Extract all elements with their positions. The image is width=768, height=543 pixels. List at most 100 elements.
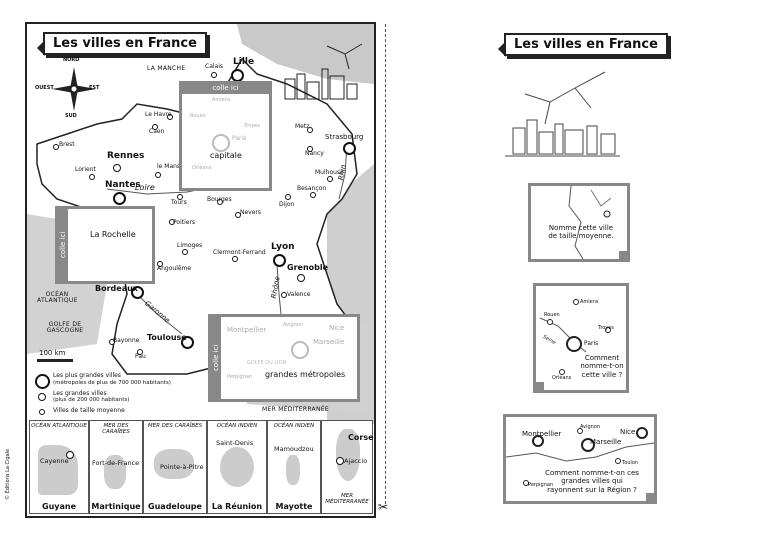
city-marker <box>131 286 144 299</box>
city-nantes: Nantes <box>105 180 141 190</box>
city-marker <box>113 164 121 172</box>
city-marker <box>307 146 313 152</box>
inset-name: La Réunion <box>211 502 263 511</box>
compass-east-label: EST <box>89 85 100 91</box>
city-poitiers: Poitiers <box>173 219 196 226</box>
legend-big-sub: (métropoles de plus de 700 000 habitants… <box>53 380 171 386</box>
paste-here-tab: colle ici <box>211 317 221 399</box>
ghost-orleans: Orléans <box>192 165 212 171</box>
inset-ocean: OCÉAN INDIEN <box>216 423 258 429</box>
city-marker <box>211 72 217 78</box>
card-map-sketch <box>568 186 612 259</box>
sticker-card-la-rochelle[interactable]: Nomme cette ville de taille moyenne. <box>528 183 630 262</box>
ghost-nice: Nice <box>329 324 345 332</box>
city-marker <box>177 194 183 200</box>
paste-box-la-rochelle[interactable]: colle ici La Rochelle <box>55 206 155 284</box>
paste-box-capitale[interactable]: colle ici Amiens Rouen Troyes Paris Orlé… <box>179 81 272 191</box>
city-marker <box>327 176 333 182</box>
scale-label: 100 km <box>39 349 66 357</box>
ghost-avignon: Avignon <box>283 322 304 328</box>
scissors-icon: ✂ <box>378 500 389 514</box>
city-caen: Caen <box>149 128 165 135</box>
paris-marker-ghost <box>212 134 230 152</box>
inset-martinique: MER DES CARAÏBES Fort-de-France Martiniq… <box>89 420 143 514</box>
city-marker <box>66 451 74 459</box>
inset-ocean: MER DES CARAÏBES <box>102 423 130 435</box>
inset-mayotte: OCÉAN INDIEN Mamoudzou Mayotte <box>267 420 321 514</box>
inset-capital: Pointe-à-Pitre <box>160 463 204 471</box>
city-pau: Pau <box>135 353 146 360</box>
ghost-marseille: Marseille <box>313 338 345 346</box>
sticker-card-paris[interactable]: Amiens Rouen Troyes Paris Seine Orléans … <box>533 283 629 393</box>
sea-label-gascogne: GOLFE DE GASCOGNE <box>46 321 84 334</box>
card-label-troyes: Troyes <box>598 325 614 331</box>
inset-name: Martinique <box>91 502 141 511</box>
ghost-amiens: Amiens <box>212 97 231 103</box>
city-clermont: Clermont-Ferrand <box>213 249 266 256</box>
compass-south-label: SUD <box>65 113 77 119</box>
city-lille: Lille <box>233 57 255 67</box>
river-loire: Loire <box>135 183 155 192</box>
city-rennes: Rennes <box>107 151 145 161</box>
ghost-troyes: Troyes <box>244 123 260 129</box>
paste-label-la-rochelle: La Rochelle <box>90 230 136 239</box>
inset-reunion: OCÉAN INDIEN Saint-Denis La Réunion <box>207 420 267 514</box>
legend-big: Les plus grandes villes <box>53 372 121 379</box>
card-question: Comment nomme-t-on ces grandes villes qu… <box>545 469 639 494</box>
inset-capital: Fort-de-France <box>92 459 140 467</box>
city-brest: Brest <box>59 141 75 148</box>
inset-name: Guadeloupe <box>148 502 202 511</box>
city-marker <box>343 142 356 155</box>
city-marker <box>53 144 59 150</box>
card-question: Comment nomme-t-on cette ville ? <box>580 354 624 379</box>
corner-fold <box>619 251 627 259</box>
paste-box-grandes-metropoles[interactable]: colle ici Montpellier Avignon Nice Marse… <box>208 314 360 402</box>
inset-name: Corse <box>348 433 374 442</box>
city-lemans: le Mans <box>157 163 181 170</box>
inset-capital: Cayenne <box>40 457 69 465</box>
legend-symbol-big <box>35 374 50 389</box>
corner-fold <box>536 382 544 390</box>
card-label-amiens: Amiens <box>580 299 599 305</box>
sea-label-atlantique: OCÉAN ATLANTIQUE <box>37 291 78 304</box>
city-marker <box>182 249 188 255</box>
ghost-golfe: GOLFE DU LION <box>247 360 287 366</box>
card-label-toulon: Toulon <box>622 460 639 466</box>
inset-corse: Ajaccio Corse MER MÉDITERRANÉE <box>321 420 374 514</box>
city-marker <box>217 199 223 205</box>
city-marker <box>169 219 175 225</box>
city-metz: Metz <box>295 123 310 130</box>
card-label-paris: Paris <box>584 340 599 347</box>
inset-capital: Mamoudzou <box>274 445 314 453</box>
city-angouleme: Angoulême <box>157 265 192 272</box>
ghost-paris: Paris <box>232 135 247 142</box>
card-label-perpignan: Perpignan <box>528 482 554 488</box>
compass-west-label: OUEST <box>35 85 54 91</box>
inset-name: Mayotte <box>275 502 313 511</box>
right-page-title: Les villes en France <box>498 33 668 57</box>
city-marker <box>181 336 194 349</box>
cut-line <box>385 24 386 504</box>
city-marker <box>297 274 305 282</box>
city-lehavre: Le Havre <box>145 111 172 118</box>
paste-here-tab: colle ici <box>58 209 68 281</box>
city-dijon: Dijon <box>279 201 295 208</box>
city-marker <box>307 127 313 133</box>
copyright: © Éditions La Cigale <box>5 448 11 500</box>
city-lorient: Lorient <box>75 166 96 173</box>
city-bourges: Bourges <box>207 196 232 203</box>
city-stork-illustration <box>505 71 620 157</box>
city-grenoble: Grenoble <box>287 263 329 272</box>
inset-ocean: OCÉAN INDIEN <box>273 423 315 429</box>
city-bordeaux: Bordeaux <box>95 284 138 293</box>
card-label-marseille: Marseille <box>590 438 622 446</box>
sea-label-manche: LA MANCHE <box>147 65 186 72</box>
city-bayonne: Bayonne <box>113 337 140 344</box>
card-label-avignon: Avignon <box>580 424 601 430</box>
card-map-sketch <box>539 299 611 375</box>
city-marker <box>109 339 115 345</box>
card-label-montpellier: Montpellier <box>522 430 562 438</box>
city-strasbourg: Strasbourg <box>325 133 364 141</box>
sticker-card-metropoles[interactable]: Montpellier Avignon Nice Marseille Toulo… <box>503 414 657 504</box>
card-label-rouen: Rouen <box>544 312 560 318</box>
